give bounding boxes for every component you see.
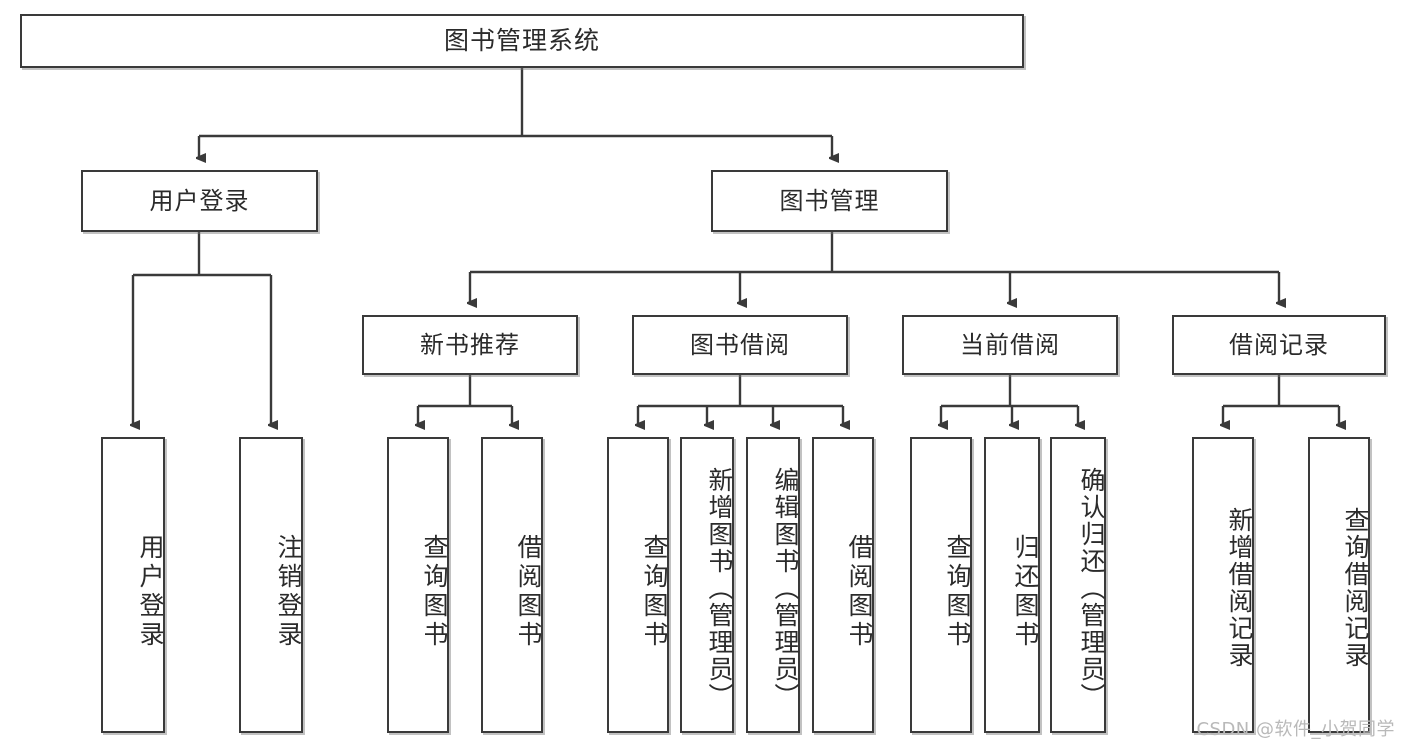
node-book-management[interactable]: 图书管理 [711, 170, 948, 232]
node-new-book-recommend[interactable]: 新书推荐 [362, 315, 578, 375]
leaf-add-book-admin[interactable]: 新增图书（管理员） [680, 437, 734, 733]
leaf-borrow-book[interactable]: 借阅图书 [812, 437, 874, 733]
leaf-query-book-current[interactable]: 查询图书 [910, 437, 972, 733]
leaf-edit-book-admin[interactable]: 编辑图书（管理员） [746, 437, 800, 733]
node-book-borrow[interactable]: 图书借阅 [632, 315, 848, 375]
leaf-user-login[interactable]: 用户登录 [101, 437, 165, 733]
node-current-borrow[interactable]: 当前借阅 [902, 315, 1118, 375]
leaf-query-borrow-record[interactable]: 查询借阅记录 [1308, 437, 1370, 733]
node-user-login[interactable]: 用户登录 [81, 170, 318, 232]
leaf-add-borrow-record[interactable]: 新增借阅记录 [1192, 437, 1254, 733]
leaf-query-book-borrow[interactable]: 查询图书 [607, 437, 669, 733]
node-borrow-record[interactable]: 借阅记录 [1172, 315, 1386, 375]
leaf-return-book[interactable]: 归还图书 [984, 437, 1040, 733]
leaf-query-book-recommend[interactable]: 查询图书 [387, 437, 449, 733]
leaf-logout[interactable]: 注销登录 [239, 437, 303, 733]
leaf-borrow-book-recommend[interactable]: 借阅图书 [481, 437, 543, 733]
watermark: CSDN @软件_小贺同学 [1196, 719, 1395, 740]
leaf-confirm-return-admin[interactable]: 确认归还（管理员） [1050, 437, 1106, 733]
node-root[interactable]: 图书管理系统 [20, 14, 1024, 68]
